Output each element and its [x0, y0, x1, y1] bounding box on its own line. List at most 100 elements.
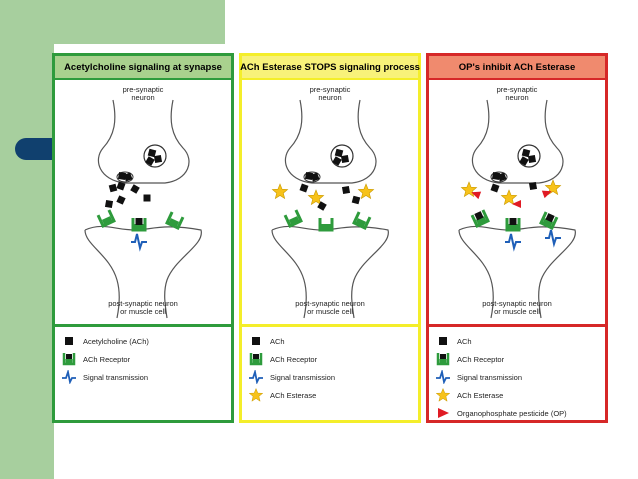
- ach-receptor: [505, 218, 521, 232]
- legend-label: ACh Receptor: [270, 354, 318, 364]
- ach-esterase: [544, 179, 562, 196]
- ach-square-icon: [65, 337, 73, 345]
- ach-molecule: [153, 154, 163, 164]
- ach-receptor: [318, 218, 334, 232]
- ach-square-icon: [252, 337, 260, 345]
- op-triangle-icon: [438, 408, 449, 418]
- ach-molecule: [116, 195, 126, 205]
- legend-item: Organophosphate pesticide (OP): [435, 405, 567, 421]
- post-synaptic-neuron: [458, 225, 576, 319]
- ach-receptor: [96, 209, 116, 228]
- ach-square-icon: [439, 337, 447, 345]
- legend-label: Signal transmission: [83, 372, 149, 382]
- pre-synaptic-neuron: [284, 99, 377, 184]
- signal-icon: [436, 370, 450, 384]
- ach-molecule: [143, 194, 151, 202]
- ach-molecule: [130, 184, 140, 194]
- ach-molecule: [116, 181, 126, 191]
- legend-label: Signal transmission: [457, 372, 523, 382]
- pre-synaptic-label: pre-synaptic neuron: [309, 85, 351, 102]
- legend-item: ACh: [435, 333, 472, 349]
- legend-item: ACh Receptor: [435, 351, 504, 367]
- legend-item: Acetylcholine (ACh): [61, 333, 149, 349]
- post-synaptic-label: post-synaptic neuron or muscle cell: [295, 299, 365, 316]
- legend-item: ACh Receptor: [61, 351, 130, 367]
- ach-molecule: [304, 171, 314, 181]
- legend-item: Signal transmission: [248, 369, 335, 385]
- slide-tab-marker: [15, 138, 55, 160]
- op-pesticide: [541, 190, 552, 199]
- legend-item: ACh Esterase: [435, 387, 503, 403]
- ach-receptor: [283, 209, 303, 228]
- legend-label: ACh: [457, 336, 472, 346]
- ach-molecule: [351, 195, 361, 205]
- ach-molecule: [117, 171, 127, 181]
- panel-esterase-stops: ACh Esterase STOPS signaling process pre…: [239, 53, 421, 423]
- ach-molecule: [147, 148, 157, 158]
- panel-ach-signaling: Acetylcholine signaling at synapse pre-s…: [52, 53, 234, 423]
- ach-molecule: [104, 199, 114, 209]
- synapse-diagram: pre-synaptic neuron post-synaptic neuron…: [242, 80, 418, 324]
- ach-molecule: [299, 183, 309, 193]
- ach-esterase: [460, 181, 478, 198]
- legend-label: ACh Receptor: [83, 354, 131, 364]
- esterase-star-icon: [435, 388, 451, 402]
- legend-label: ACh Receptor: [457, 354, 505, 364]
- ach-molecule: [491, 171, 501, 181]
- ach-molecule: [340, 154, 350, 164]
- ach-receptor-icon: [62, 353, 76, 366]
- signal-transmission: [131, 233, 147, 252]
- pre-synaptic-label: pre-synaptic neuron: [122, 85, 164, 102]
- ach-molecule: [497, 172, 507, 182]
- ach-receptor: [165, 211, 185, 230]
- signal-transmission: [505, 233, 521, 252]
- ach-esterase: [271, 183, 289, 200]
- ach-molecule: [490, 183, 500, 193]
- legend-label: ACh: [270, 336, 285, 346]
- ach-molecule: [332, 156, 342, 166]
- slide-sidebar-strip: [0, 0, 54, 479]
- ach-receptor-icon: [249, 353, 263, 366]
- legend-item: Signal transmission: [435, 369, 522, 385]
- legend-label: ACh Esterase: [457, 390, 504, 400]
- panel-title: OP's inhibit ACh Esterase: [429, 56, 605, 80]
- synapse-diagram: pre-synaptic neuron post-synaptic neuron…: [429, 80, 605, 324]
- legend-item: ACh Receptor: [248, 351, 317, 367]
- synapse-diagram: pre-synaptic neuron post-synaptic neuron…: [55, 80, 231, 324]
- ach-esterase: [307, 189, 325, 206]
- ach-molecule: [519, 156, 529, 166]
- post-synaptic-label: post-synaptic neuron or muscle cell: [482, 299, 552, 316]
- ach-receptor-icon: [436, 353, 450, 366]
- ach-esterase: [500, 189, 518, 206]
- legend-label: ACh Esterase: [270, 390, 317, 400]
- legend-item: ACh: [248, 333, 285, 349]
- panel-op-inhibit: OP's inhibit ACh Esterase pre-synaptic n…: [426, 53, 608, 423]
- signal-transmission: [545, 229, 561, 248]
- post-synaptic-neuron: [271, 225, 389, 319]
- legend-label: Signal transmission: [270, 372, 336, 382]
- post-synaptic-neuron: [84, 225, 202, 319]
- ach-molecule: [310, 172, 320, 182]
- pre-synaptic-neuron: [471, 99, 564, 184]
- pre-synaptic-neuron: [97, 99, 190, 184]
- esterase-star-icon: [248, 388, 264, 402]
- legend-label: Acetylcholine (ACh): [83, 336, 149, 346]
- ach-molecule: [123, 172, 133, 182]
- signal-icon: [62, 370, 76, 384]
- panel-title: ACh Esterase STOPS signaling process: [240, 56, 420, 80]
- legend-item: ACh Esterase: [248, 387, 316, 403]
- ach-molecule: [317, 201, 327, 211]
- ach-molecule: [145, 156, 155, 166]
- signal-icon: [249, 370, 263, 384]
- ach-receptor: [470, 209, 490, 228]
- op-pesticide: [512, 200, 521, 208]
- ach-molecule: [334, 148, 344, 158]
- legend-item: Signal transmission: [61, 369, 148, 385]
- post-synaptic-label: post-synaptic neuron or muscle cell: [108, 299, 178, 316]
- ach-molecule: [341, 185, 351, 195]
- ach-molecule: [521, 148, 531, 158]
- ach-receptor: [352, 211, 372, 230]
- ach-receptor: [539, 211, 559, 230]
